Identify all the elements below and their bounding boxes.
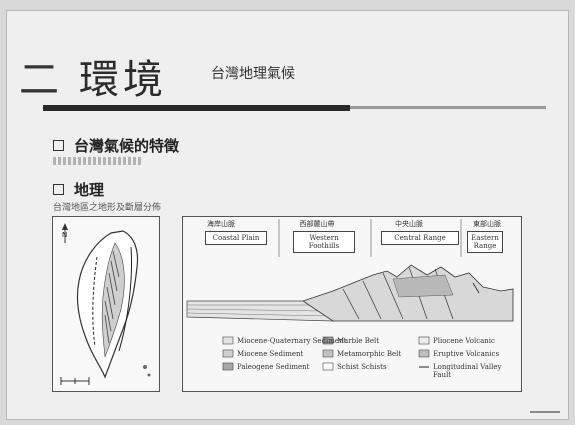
zone-head: 中央山脈 [395,220,423,228]
footer-mark [530,411,560,413]
north-label: N [62,231,68,239]
legend [222,336,430,371]
zone-head: 海岸山脈 [207,220,235,228]
bullet-climate: 台灣氣候的特徵 [53,135,179,156]
legend-label: Eruptive Volcanics [433,350,500,358]
page-title: 環境 [79,57,167,103]
taiwan-map [53,217,159,391]
legend-label: Marble Belt [337,337,380,345]
document-page: 二 環境 台灣地理氣候 台灣氣候的特徵 地理 台灣地區之地形及斷層分佈 [6,10,569,420]
title-rule-light [350,106,546,109]
legend-label: Miocene Sediment [237,350,304,358]
legend-label: Schist Schists [337,363,387,371]
checkbox-icon [53,140,64,151]
fault-line [118,246,132,352]
legend-label: Paleogene Sediment [237,363,310,371]
legend-label: Miocene-Quaternary Sediment [237,337,347,345]
cross-section-panel: 海岸山脈 西部麓山帶 中央山脈 東部山脈 Coastal Plain Weste… [182,216,522,392]
bullet-label: 地理 [74,181,105,199]
zone-box: Eastern Range [467,231,503,253]
bullet-label: 台灣氣候的特徵 [74,137,180,155]
legend-label: Metamorphic Belt [337,350,402,358]
bullet-geography: 地理 [53,179,104,200]
belt-hatching [104,250,120,344]
title-row: 二 環境 台灣地理氣候 [15,45,555,103]
zone-head: 西部麓山帶 [299,220,335,228]
bullet-note-faint [53,157,143,165]
zone-box: Western Foothills [293,231,355,253]
taiwan-map-panel: N [52,216,160,392]
legend-label: Pliocene Volcanic [433,337,495,345]
thrust-faults [342,266,454,320]
cross-section-drawing [186,219,514,371]
bullet-note: 台灣地區之地形及斷層分佈 [53,203,162,213]
checkbox-icon [53,184,64,195]
legend-label: Longitudinal Valley Fault [433,363,502,379]
central-range-belt [101,242,125,358]
page-subtitle: 台灣地理氣候 [211,66,295,82]
fault-line [92,256,98,348]
zone-head: 東部山脈 [473,220,501,228]
title-rule-dark [43,105,350,111]
geology-figure: N 海岸山脈 西部麓山帶 中央山脈 東部山脈 Coastal Plain Wes… [52,216,522,396]
zone-box: Coastal Plain [205,231,267,245]
zone-box: Central Range [381,231,459,245]
section-number: 二 [19,57,61,103]
